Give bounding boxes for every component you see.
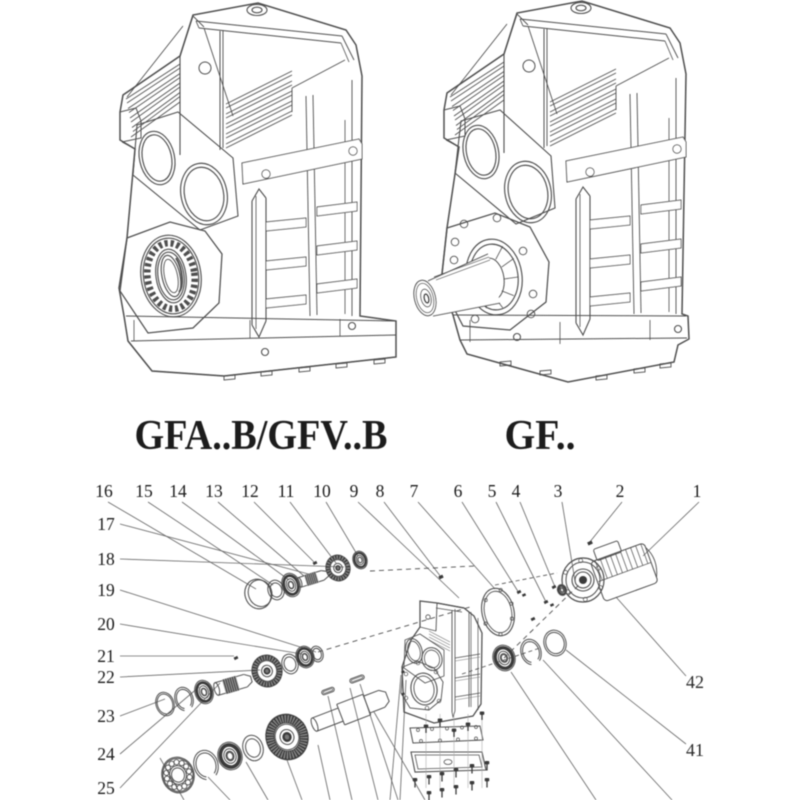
svg-text:23: 23: [97, 706, 115, 726]
svg-text:16: 16: [95, 481, 113, 501]
svg-text:2: 2: [616, 481, 625, 501]
svg-text:6: 6: [454, 481, 463, 501]
svg-text:GFA..B/GFV..B: GFA..B/GFV..B: [135, 413, 388, 459]
svg-text:41: 41: [686, 740, 704, 760]
svg-text:18: 18: [97, 549, 115, 569]
svg-text:15: 15: [135, 481, 153, 501]
svg-text:21: 21: [97, 646, 115, 666]
svg-text:4: 4: [512, 481, 521, 501]
svg-text:42: 42: [686, 672, 704, 692]
svg-text:25: 25: [97, 778, 115, 798]
svg-text:14: 14: [169, 481, 187, 501]
svg-text:9: 9: [350, 481, 359, 501]
svg-text:19: 19: [97, 580, 115, 600]
svg-text:17: 17: [97, 514, 115, 534]
svg-text:GF..: GF..: [505, 413, 576, 459]
svg-text:10: 10: [313, 481, 331, 501]
svg-text:24: 24: [97, 744, 115, 764]
svg-text:7: 7: [410, 481, 419, 501]
svg-text:22: 22: [97, 667, 115, 687]
svg-text:1: 1: [693, 481, 702, 501]
svg-text:5: 5: [488, 481, 497, 501]
svg-text:13: 13: [205, 481, 223, 501]
svg-text:3: 3: [554, 481, 563, 501]
svg-text:20: 20: [97, 614, 115, 634]
svg-text:11: 11: [278, 481, 295, 501]
svg-text:12: 12: [241, 481, 259, 501]
svg-text:8: 8: [376, 481, 385, 501]
